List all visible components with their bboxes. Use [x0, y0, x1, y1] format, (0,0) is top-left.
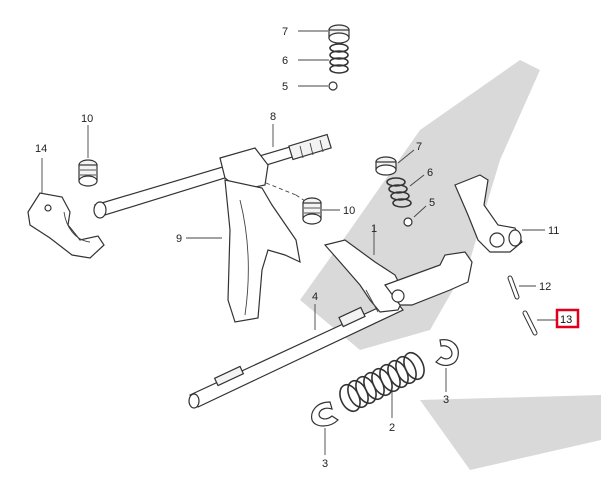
part-14-bracket: [27, 192, 105, 259]
callout-14: 14: [35, 143, 47, 155]
callout-10-left: 10: [81, 113, 93, 125]
callout-6-top: 6: [282, 55, 288, 67]
part-13-pin: [522, 310, 538, 336]
part-4-main-shaft: [188, 299, 404, 409]
part-1-shift-fork: [323, 239, 473, 313]
callout-8: 8: [270, 111, 276, 123]
part-5-right-ball: [403, 217, 413, 227]
part-2-coil-spring: [339, 351, 425, 413]
part-10-upper-bushing: [78, 159, 98, 187]
part-9-shift-fork: [219, 147, 301, 323]
part-3-right-clip: [435, 339, 459, 366]
background-shadow-upper: [300, 60, 540, 350]
callout-12: 12: [539, 281, 551, 293]
callout-2: 2: [389, 422, 395, 434]
callout-13-highlight-box: [555, 308, 580, 329]
part-11-lever: [454, 174, 523, 253]
callout-6-right: 6: [427, 167, 433, 179]
part-10-middle-bushing: [302, 197, 322, 225]
callout-11: 11: [548, 225, 559, 237]
callout-9: 9: [176, 233, 182, 245]
callout-13: 13: [560, 314, 572, 326]
callout-1: 1: [371, 223, 377, 235]
part-12-pin: [507, 275, 520, 300]
callout-4: 4: [312, 291, 318, 303]
callout-5-right: 5: [429, 197, 435, 209]
callout-5-top: 5: [282, 81, 288, 93]
part-3-left-clip: [311, 401, 339, 427]
part-7-top-cap: [328, 24, 350, 44]
part-5-top-ball: [328, 81, 338, 91]
part-8-shift-rod: [93, 133, 332, 219]
callout-10-middle: 10: [343, 205, 355, 217]
callout-3-right: 3: [443, 394, 449, 406]
part-7-right-cap: [375, 156, 397, 176]
callout-7-top: 7: [282, 26, 288, 38]
callout-7-right: 7: [416, 141, 422, 153]
part-6-top-spring: [329, 43, 349, 74]
part-6-right-spring: [386, 177, 412, 208]
callout-3-left: 3: [322, 458, 328, 470]
background-shadow-lower: [420, 395, 601, 470]
